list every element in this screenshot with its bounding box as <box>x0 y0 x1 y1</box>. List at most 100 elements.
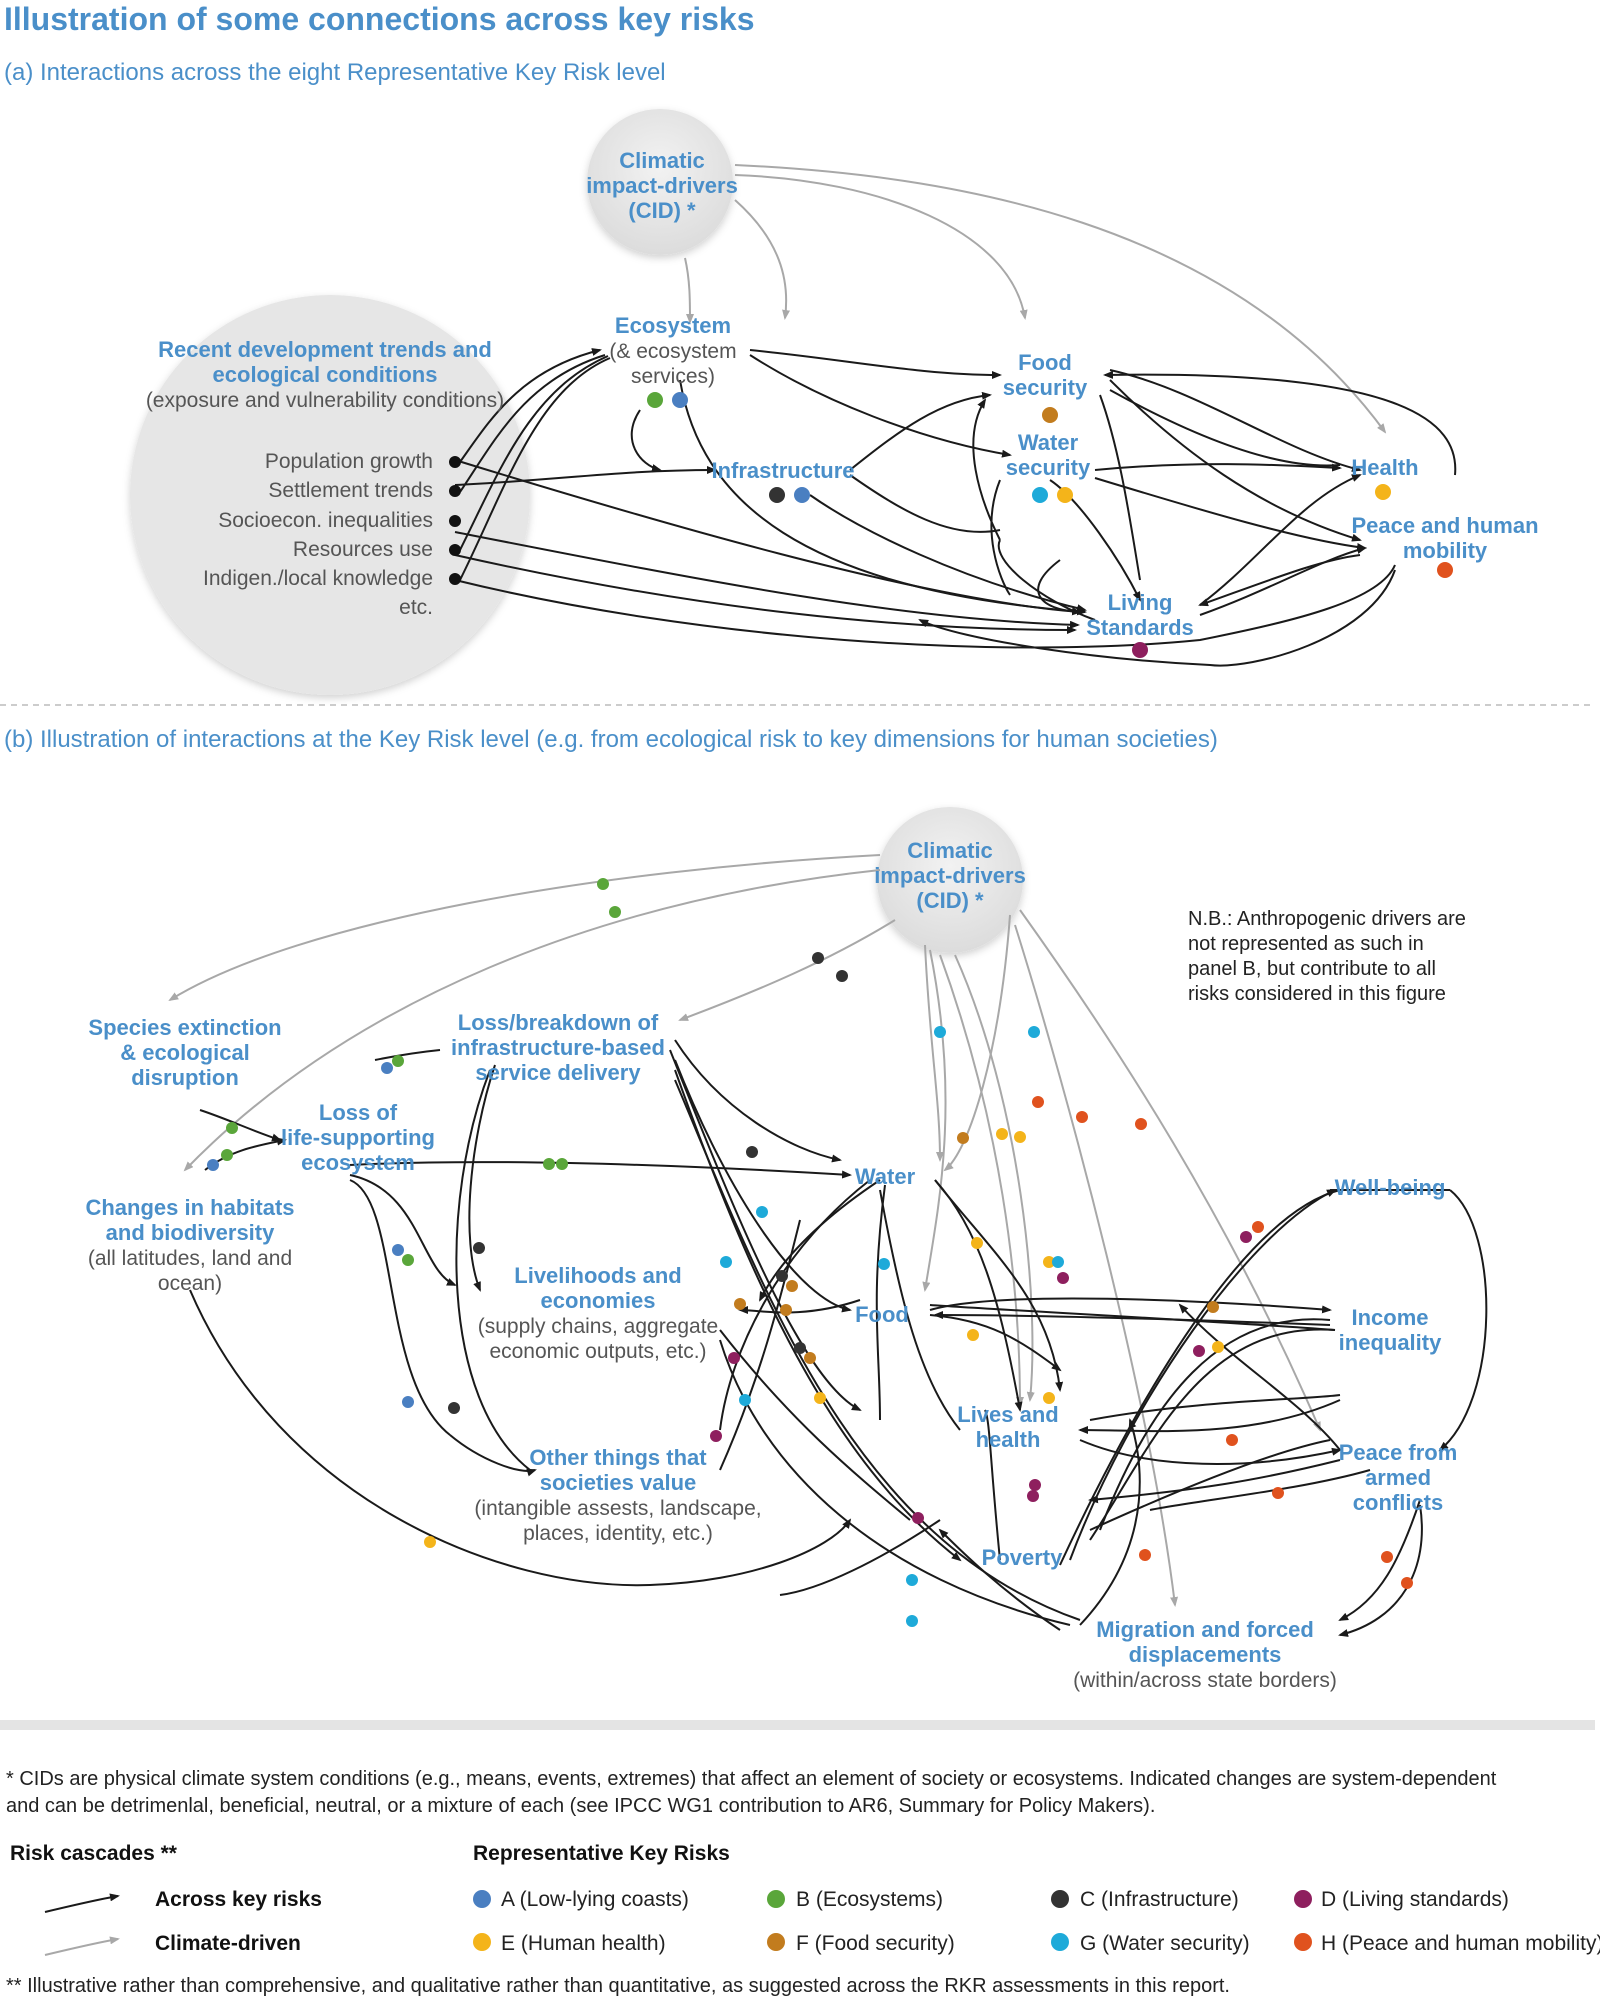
loss-infra-node: Loss/breakdown of infrastructure-based s… <box>451 1010 665 1085</box>
legend-cascades-title: Risk cascades ** <box>10 1842 178 1865</box>
legend-dot-h <box>1294 1933 1312 1951</box>
health-node-a: Health <box>1351 455 1419 500</box>
panel-a-heading: (a) Interactions across the eight Repres… <box>4 59 666 86</box>
legend-dot-c <box>1051 1890 1069 1908</box>
legend-dot-d <box>1294 1890 1312 1908</box>
svg-text:(intangible assests, landscape: (intangible assests, landscape, <box>474 1497 761 1520</box>
legend-item-c: C (Infrastructure) <box>1080 1888 1239 1911</box>
svg-text:Food: Food <box>1018 350 1072 375</box>
svg-text:health: health <box>976 1427 1041 1452</box>
svg-text:(CID) *: (CID) * <box>916 888 984 913</box>
svg-text:(exposure and vulnerability co: (exposure and vulnerability conditions) <box>146 389 504 412</box>
cid-node-a: Climatic impact-drivers (CID) * <box>586 148 738 223</box>
svg-text:inequality: inequality <box>1339 1330 1442 1355</box>
food-node-a: Food security <box>1003 350 1088 423</box>
legend-dot-f <box>767 1933 785 1951</box>
svg-text:Changes in habitats: Changes in habitats <box>85 1195 294 1220</box>
svg-text:and can be detrimenlal, benefi: and can be detrimenlal, beneficial, neut… <box>6 1795 1155 1817</box>
arrow-cid-ecosystem <box>684 257 694 324</box>
driver-item: Population growth <box>265 450 433 473</box>
svg-text:ecosystem: ecosystem <box>301 1150 415 1175</box>
habitats-node: Changes in habitats and biodiversity (al… <box>85 1195 294 1295</box>
footnote-cid: * CIDs are physical climate system condi… <box>6 1768 1497 1817</box>
migration-node: Migration and forced displacements (with… <box>1073 1617 1337 1692</box>
legend-dot-g <box>1051 1933 1069 1951</box>
svg-text:conflicts: conflicts <box>1353 1490 1443 1515</box>
peace-node-b: Peace from armed conflicts <box>1339 1440 1458 1515</box>
panel-b: Climatic impact-drivers (CID) * N.B.: An… <box>85 807 1488 1692</box>
legend: Risk cascades ** Across key risks Climat… <box>10 1842 1600 1956</box>
svg-text:Peace and human: Peace and human <box>1351 513 1538 538</box>
svg-text:economic outputs, etc.): economic outputs, etc.) <box>489 1340 706 1363</box>
legend-dot-b <box>767 1890 785 1908</box>
income-node: Income inequality <box>1339 1305 1442 1355</box>
poverty-node: Poverty <box>982 1545 1063 1570</box>
driver-item: Settlement trends <box>268 479 433 502</box>
footnote-rkr: ** Illustrative rather than comprehensiv… <box>6 1975 1230 1997</box>
svg-text:security: security <box>1006 455 1091 480</box>
arrow-cid-infra <box>734 199 791 320</box>
svg-text:and biodiversity: and biodiversity <box>106 1220 275 1245</box>
svg-text:panel B, but contribute to all: panel B, but contribute to all <box>1188 958 1436 980</box>
svg-text:mobility: mobility <box>1403 538 1488 563</box>
cid-circle-a <box>587 109 733 255</box>
panel-a-cascades <box>454 348 1457 667</box>
svg-text:Loss of: Loss of <box>319 1100 398 1125</box>
svg-text:Lives and: Lives and <box>957 1402 1058 1427</box>
svg-text:service delivery: service delivery <box>475 1060 641 1085</box>
svg-text:impact-drivers: impact-drivers <box>874 863 1026 888</box>
water-node-a: Water security <box>1006 430 1091 503</box>
svg-text:risks considered in this figur: risks considered in this figure <box>1188 983 1446 1005</box>
legend-rkr-title: Representative Key Risks <box>473 1842 730 1865</box>
ecosystem-node-a: Ecosystem (& ecosystem services) <box>609 313 737 408</box>
cid-circle-b <box>877 807 1023 953</box>
svg-text:N.B.: Anthropogenic drivers ar: N.B.: Anthropogenic drivers are <box>1188 908 1466 930</box>
svg-text:Climatic: Climatic <box>619 148 705 173</box>
livelihoods-node: Livelihoods and economies (supply chains… <box>478 1263 719 1363</box>
svg-text:Peace from: Peace from <box>1339 1440 1458 1465</box>
svg-text:(within/across state borders): (within/across state borders) <box>1073 1669 1337 1692</box>
svg-text:Income: Income <box>1351 1305 1428 1330</box>
water-node-b: Water <box>855 1164 916 1189</box>
arrow-cid-food <box>734 174 1028 320</box>
cid-node-b: Climatic impact-drivers (CID) * <box>874 838 1026 913</box>
svg-text:security: security <box>1003 375 1088 400</box>
svg-text:ocean): ocean) <box>158 1272 222 1295</box>
svg-text:(CID) *: (CID) * <box>628 198 696 223</box>
svg-text:Ecosystem: Ecosystem <box>615 313 731 338</box>
panel-bottom-band <box>0 1720 1595 1730</box>
panel-a: Climatic impact-drivers (CID) * Recent d… <box>130 109 1539 695</box>
species-node: Species extinction & ecological disrupti… <box>88 1015 281 1090</box>
svg-text:societies value: societies value <box>540 1470 697 1495</box>
panel-b-climate-arrows <box>168 854 1321 1607</box>
legend-item-e: E (Human health) <box>501 1932 666 1955</box>
svg-text:services): services) <box>631 365 715 388</box>
svg-text:* CIDs are physical climate sy: * CIDs are physical climate system condi… <box>6 1768 1497 1790</box>
svg-text:ecological conditions: ecological conditions <box>213 362 438 387</box>
svg-text:Species extinction: Species extinction <box>88 1015 281 1040</box>
loss-life-node: Loss of life-supporting ecosystem <box>281 1100 435 1175</box>
nb-note: N.B.: Anthropogenic drivers are not repr… <box>1188 908 1466 1005</box>
panel-b-risk-dots <box>207 878 1413 1627</box>
panel-b-heading: (b) Illustration of interactions at the … <box>4 726 1218 753</box>
trends-circle <box>130 295 530 695</box>
figure-title: Illustration of some connections across … <box>4 1 754 37</box>
driver-item: Resources use <box>293 538 433 561</box>
svg-text:armed: armed <box>1365 1465 1431 1490</box>
svg-text:life-supporting: life-supporting <box>281 1125 435 1150</box>
svg-text:economies: economies <box>541 1288 656 1313</box>
svg-text:Living: Living <box>1108 590 1173 615</box>
panel-b-cascades <box>189 1039 1488 1637</box>
svg-text:infrastructure-based: infrastructure-based <box>451 1035 665 1060</box>
driver-item: Indigen./local knowledge <box>203 567 433 590</box>
svg-text:(all latitudes, land and: (all latitudes, land and <box>88 1247 292 1270</box>
svg-text:displacements: displacements <box>1129 1642 1282 1667</box>
food-node-b: Food <box>855 1302 909 1327</box>
living-node-a: Living Standards <box>1086 590 1194 658</box>
svg-text:Loss/breakdown of: Loss/breakdown of <box>458 1010 659 1035</box>
svg-text:& ecological: & ecological <box>120 1040 250 1065</box>
legend-item-d: D (Living standards) <box>1321 1888 1509 1911</box>
svg-text:Other things that: Other things that <box>529 1445 707 1470</box>
driver-item: Socioecon. inequalities <box>218 509 433 532</box>
svg-text:Water: Water <box>1018 430 1079 455</box>
